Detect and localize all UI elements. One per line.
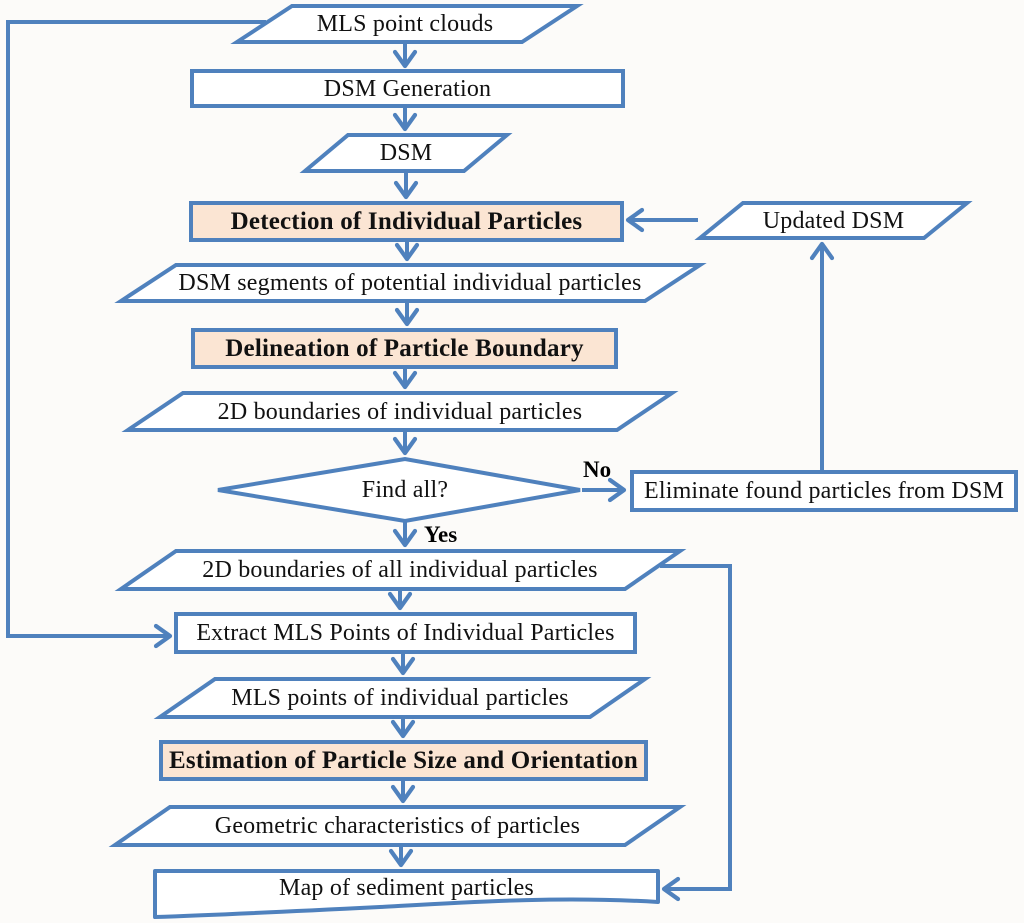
delineation-of-particle-boundary-shape (191, 328, 618, 369)
boundaries-all-label: 2D boundaries of all individual particle… (202, 557, 598, 583)
mls-points-individual-label: MLS points of individual particles (231, 685, 569, 711)
map-of-sediment-particles-label: Map of sediment particles (279, 875, 534, 901)
mls-points-individual-shape (153, 677, 652, 719)
mls-point-clouds-label: MLS point clouds (316, 11, 494, 37)
boundaries-individual-label: 2D boundaries of individual particles (217, 398, 583, 425)
edge-boundaries-all-to-map (660, 564, 732, 902)
geometric-characteristics-label: Geometric characteristics of particles (214, 813, 581, 839)
delineation-of-particle-boundary-label: Delineation of Particle Boundary (225, 335, 584, 362)
map-of-sediment-particles-shape (153, 869, 660, 919)
dsm-segments-label: DSM segments of potential individual par… (178, 270, 642, 296)
boundaries-individual-shape (121, 391, 679, 432)
estimation-size-orientation-shape (159, 740, 648, 781)
detection-of-individual-particles-label: Detection of Individual Particles (230, 208, 583, 235)
estimation-size-orientation-label: Estimation of Particle Size and Orientat… (169, 747, 638, 774)
geometric-characteristics-shape (108, 805, 687, 847)
updated-dsm-shape (694, 201, 973, 240)
find-all-decision-shape (217, 456, 581, 524)
boundaries-all-shape (114, 549, 687, 591)
dsm-generation-label: DSM Generation (323, 75, 492, 102)
eliminate-found-particles-shape (630, 470, 1018, 512)
edge-mls-feedback-to-extract (6, 20, 266, 649)
dsm-generation-shape (190, 69, 625, 108)
detection-of-individual-particles-shape (189, 201, 624, 242)
no-branch-label: No (583, 457, 612, 482)
extract-mls-points-shape (174, 612, 637, 654)
find-all-decision-label: Find all? (361, 477, 449, 503)
updated-dsm-label: Updated DSM (762, 207, 905, 234)
eliminate-found-particles-label: Eliminate found particles from DSM (643, 478, 1005, 504)
mls-point-clouds-shape (230, 4, 584, 44)
extract-mls-points-label: Extract MLS Points of Individual Particl… (196, 620, 615, 646)
dsm-shape (299, 133, 513, 173)
dsm-segments-shape (114, 263, 707, 303)
yes-branch-label: Yes (424, 522, 458, 547)
edge-layer (6, 20, 835, 902)
node-layer (108, 4, 1018, 919)
dsm-label: DSM (379, 140, 433, 166)
